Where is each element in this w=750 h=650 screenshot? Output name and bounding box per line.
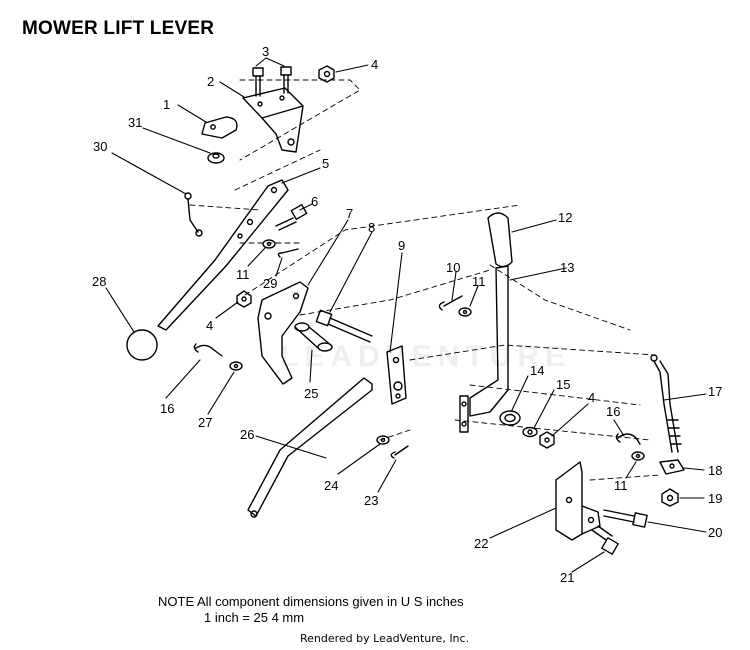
callout-3: 3 bbox=[262, 44, 269, 59]
callout-29: 29 bbox=[263, 276, 277, 291]
callout-23: 23 bbox=[364, 493, 378, 508]
callout-4-b: 4 bbox=[206, 318, 213, 333]
callout-12: 12 bbox=[558, 210, 572, 225]
callout-31: 31 bbox=[128, 115, 142, 130]
note-line-1: NOTE All component dimensions given in U… bbox=[158, 594, 464, 609]
callout-8: 8 bbox=[368, 220, 375, 235]
callout-17: 17 bbox=[708, 384, 722, 399]
part-23-pin bbox=[390, 445, 409, 459]
part-8-bolt bbox=[315, 309, 373, 343]
part-3-bolts bbox=[252, 66, 292, 97]
part-28-ring bbox=[126, 329, 158, 361]
callout-11-b: 11 bbox=[472, 274, 486, 289]
part-4-nut-low bbox=[539, 431, 555, 449]
callout-7: 7 bbox=[346, 206, 353, 221]
part-25-spacer bbox=[294, 322, 333, 352]
part-5-lift-arm bbox=[157, 179, 289, 331]
part-14-spring bbox=[499, 410, 521, 426]
part-15-washer bbox=[522, 426, 538, 438]
callout-labels: 1 2 3 4 5 6 7 8 9 10 11 12 13 14 15 16 1… bbox=[92, 44, 722, 585]
part-11-washer-c bbox=[631, 451, 645, 461]
leader-lines bbox=[105, 57, 707, 573]
part-17-rod bbox=[650, 354, 682, 453]
alignment-lines bbox=[189, 79, 661, 481]
part-21-bolt bbox=[591, 525, 619, 555]
callout-26: 26 bbox=[240, 427, 254, 442]
callout-14: 14 bbox=[530, 363, 544, 378]
part-30-link bbox=[184, 192, 203, 237]
callout-1: 1 bbox=[163, 97, 170, 112]
callout-4: 4 bbox=[371, 57, 378, 72]
part-16-clip-a bbox=[193, 343, 223, 357]
part-1-clip bbox=[201, 116, 238, 139]
part-29-pin bbox=[277, 248, 299, 258]
callout-27: 27 bbox=[198, 415, 212, 430]
part-4-nut-mid bbox=[236, 290, 252, 308]
part-10-pin bbox=[438, 295, 463, 311]
render-credit: Rendered by LeadVenture, Inc. bbox=[300, 632, 470, 645]
part-26-rod bbox=[247, 377, 373, 518]
part-11-washer-b bbox=[458, 307, 472, 317]
part-6-bolt bbox=[275, 203, 308, 231]
part-22-bracket bbox=[555, 461, 601, 541]
callout-16: 16 bbox=[160, 401, 174, 416]
callout-22: 22 bbox=[474, 536, 488, 551]
callout-11: 11 bbox=[236, 267, 250, 282]
part-16-clip-b bbox=[615, 433, 641, 445]
note-line-2: 1 inch = 25 4 mm bbox=[204, 610, 305, 625]
callout-18: 18 bbox=[708, 463, 722, 478]
callout-21: 21 bbox=[560, 570, 574, 585]
callout-30: 30 bbox=[93, 139, 107, 154]
callout-6: 6 bbox=[311, 194, 318, 209]
callout-2: 2 bbox=[207, 74, 214, 89]
diagram-title: MOWER LIFT LEVER bbox=[22, 18, 215, 39]
callout-24: 24 bbox=[324, 478, 338, 493]
part-24-washer bbox=[376, 435, 390, 445]
part-18-fitting bbox=[659, 459, 685, 475]
part-27-washer bbox=[229, 361, 243, 371]
callout-10: 10 bbox=[446, 260, 460, 275]
callout-25: 25 bbox=[304, 386, 318, 401]
part-20-bolt bbox=[603, 509, 648, 528]
part-2-bracket bbox=[242, 87, 304, 153]
part-12-grip bbox=[487, 212, 513, 268]
part-13-lift-lever bbox=[459, 265, 509, 433]
part-4-nut-top bbox=[318, 65, 335, 83]
part-19-nut bbox=[661, 488, 679, 507]
part-9-bracket bbox=[386, 345, 407, 405]
callout-9: 9 bbox=[398, 238, 405, 253]
part-31-nut bbox=[207, 152, 225, 164]
callout-19: 19 bbox=[708, 491, 722, 506]
callout-4-c: 4 bbox=[588, 390, 595, 405]
callout-20: 20 bbox=[708, 525, 722, 540]
part-11-washer-a bbox=[262, 239, 276, 249]
dimension-note: NOTE All component dimensions given in U… bbox=[158, 594, 464, 626]
callout-28: 28 bbox=[92, 274, 106, 289]
callout-11-c: 11 bbox=[614, 478, 628, 493]
callout-13: 13 bbox=[560, 260, 574, 275]
part-7-lever-plate bbox=[257, 281, 309, 385]
callout-16-b: 16 bbox=[606, 404, 620, 419]
callout-5: 5 bbox=[322, 156, 329, 171]
callout-15: 15 bbox=[556, 377, 570, 392]
